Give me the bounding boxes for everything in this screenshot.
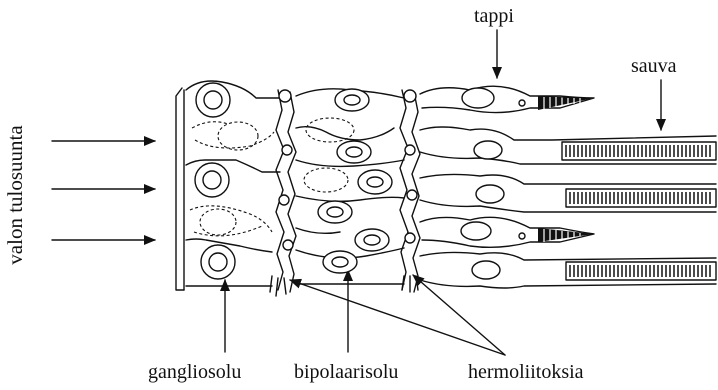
ganglion-cell — [201, 245, 235, 279]
rod-cell — [420, 174, 716, 212]
bipolar-cell-label: bipolaarisolu — [294, 361, 398, 383]
rod-cell — [420, 252, 716, 288]
bipolar-cell-layer — [296, 89, 404, 284]
label-pointers — [225, 30, 661, 355]
bipolar-cell — [323, 251, 357, 273]
ganglion-cell-layer — [186, 81, 280, 286]
rod-outer-segment — [570, 192, 710, 204]
bipolar-cell — [355, 229, 389, 251]
bipolar-cell — [335, 89, 369, 111]
light-direction-label: valon tulosuunta — [3, 125, 27, 265]
rod-outer-segment — [570, 265, 710, 277]
rod-label: sauva — [631, 55, 677, 77]
rod-outer-segment — [566, 145, 710, 157]
cone-outer-segment — [538, 96, 594, 110]
bipolar-cell — [318, 201, 352, 223]
ganglion-cell — [195, 163, 229, 197]
light-arrows — [52, 141, 155, 240]
ganglion-cell-label: gangliosolu — [148, 361, 241, 383]
cone-cell — [420, 217, 594, 247]
outer-synapse-column — [400, 90, 420, 292]
cone-cell — [420, 86, 594, 112]
nerve-connections-label: hermoliitoksia — [468, 361, 584, 383]
bipolar-cell — [337, 141, 371, 163]
ganglion-cell — [196, 83, 230, 117]
bipolar-cell — [358, 170, 392, 194]
rod-cell — [420, 127, 716, 164]
connection-pointer-arrow — [290, 280, 505, 355]
inner-membrane — [176, 88, 184, 290]
cone-label: tappi — [474, 5, 514, 27]
inner-synapse-column — [270, 90, 296, 296]
